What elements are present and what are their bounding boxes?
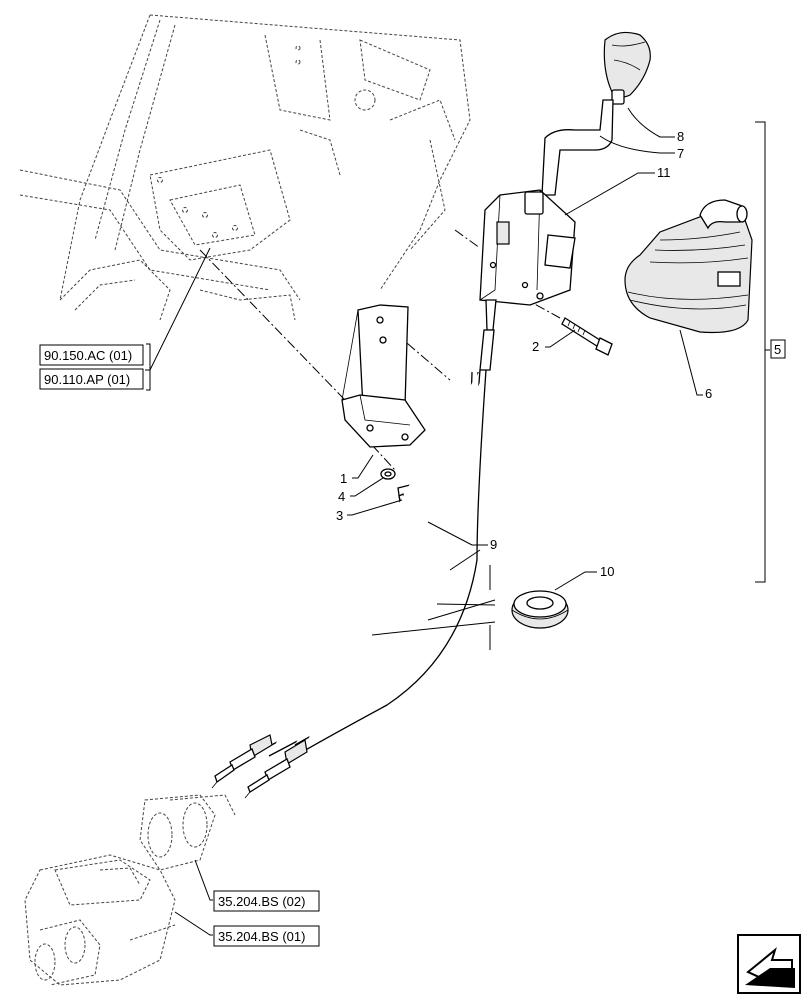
callout-9: 9 [490,537,497,552]
bolt-2 [561,317,613,356]
tractor-frame-outline [19,14,471,321]
callout-labels: 8 7 11 2 6 1 4 3 9 10 5 [336,129,786,579]
svg-text:35.204.BS (02): 35.204.BS (02) [218,894,305,909]
svg-text:35.204.BS (01): 35.204.BS (01) [218,929,305,944]
reference-35-204-bs-02[interactable]: 35.204.BS (02) [213,890,320,912]
gear-lever-rod [541,99,614,196]
callout-4: 4 [338,489,345,504]
callout-1: 1 [340,471,347,486]
leader-lines [145,107,770,936]
page-navigation-arrow-icon[interactable] [737,934,801,994]
svg-text:90.110.AP (01): 90.110.AP (01) [44,372,130,387]
gear-lever-knob [603,31,651,105]
callout-2: 2 [532,339,539,354]
callout-7: 7 [677,146,684,161]
callout-10: 10 [600,564,614,579]
svg-text:90.150.AC (01): 90.150.AC (01) [44,348,132,363]
control-valve-block [24,794,236,986]
reference-35-204-bs-01[interactable]: 35.204.BS (01) [213,925,320,947]
rubber-boot [624,199,753,334]
callout-11: 11 [657,165,671,180]
callout-5: 5 [774,342,781,357]
callout-6: 6 [705,386,712,401]
mounting-bracket [341,304,426,448]
callout-8: 8 [677,129,684,144]
lever-housing [479,189,576,371]
control-cables [211,369,487,799]
grommet [511,590,569,629]
callout-3: 3 [336,508,343,523]
reference-90-150-ac[interactable]: 90.150.AC (01) [39,344,144,366]
washer-4 [380,468,396,480]
reference-90-110-ap[interactable]: 90.110.AP (01) [39,368,144,390]
